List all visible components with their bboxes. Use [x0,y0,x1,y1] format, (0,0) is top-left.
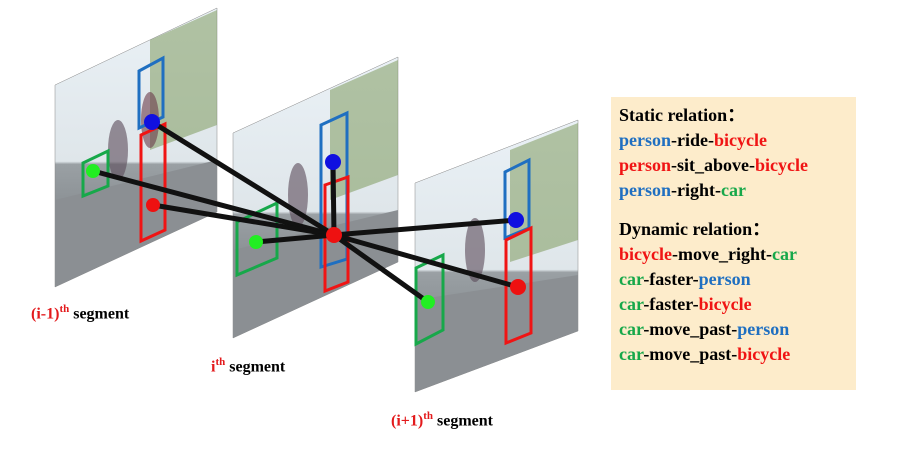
node-person-3 [508,212,524,228]
dynamic-relation-3-part-0: car [619,319,644,339]
frame-1-trees [150,10,217,150]
dynamic-relation-0-part-1: -move_right- [671,244,772,264]
dynamic-relation-4: car-move_past-bicycle [619,342,856,367]
edge-bicycle1-bicycle2 [150,202,337,238]
dynamic-relation-title: Dynamic relation： [619,219,771,239]
edge-bicycle2-person3 [331,217,519,238]
edge-car1-bicycle2 [90,168,337,238]
node-car-3 [421,295,435,309]
segment-label-current: ith segment [211,356,285,376]
dynamic-relation-4-part-0: car [619,344,644,364]
node-bicycle-1 [146,198,160,212]
static-relation-2-part-2: car [721,180,746,200]
dynamic-relation-4-part-1: -move_past- [643,344,738,364]
static-relation-title: Static relation： [619,105,746,125]
dynamic-relation-1-part-1: -faster- [643,269,699,289]
segment-label-current-index: i [211,358,216,376]
static-relation-0-part-2: bicycle [714,130,767,150]
dynamic-relation-4-part-2: bicycle [737,344,791,364]
edge-bicycle2-bicycle3 [331,232,521,290]
relation-nodes [86,114,526,309]
node-person-1 [144,114,160,130]
segment-label-next-index: (i+1) [391,412,424,430]
edge-person1-bicycle2 [149,119,337,238]
frame-2-bicycle-box [323,174,350,294]
node-person-2 [325,154,341,170]
frame-1-car-box [81,148,110,199]
static-relation-1-part-2: bicycle [755,155,808,175]
frame-1-cyclist [108,120,128,180]
segment-label-prev-text: segment [69,305,130,323]
dynamic-relation-2: car-faster-bicycle [619,292,856,317]
dynamic-relation-1-part-0: car [619,269,644,289]
frame-3-road [415,275,578,392]
static-relation-2-part-0: person [619,180,672,200]
dynamic-relation-0-part-0: bicycle [619,244,672,264]
dynamic-relation-2-part-2: bicycle [698,294,752,314]
frame-1-person-box [137,55,165,131]
dynamic-relation-3-part-2: person [737,319,790,339]
frame-2-car-box [235,200,279,278]
dynamic-relation-3: car-move_past-person [619,317,856,342]
node-bicycle-3 [510,279,526,295]
frame-2 [232,56,399,339]
static-relation-0-part-1: -ride- [671,130,714,150]
edge-bicycle2-car3 [331,232,431,305]
frame-3-car-box [414,252,445,347]
segment-label-prev-index: (i-1) [31,305,60,323]
segment-label-current-text: segment [225,358,286,376]
dynamic-relation-3-part-1: -move_past- [643,319,738,339]
static-relation-2: person-right-car [619,178,856,203]
segment-label-prev-sup: th [59,303,70,315]
dynamic-relation-1: car-faster-person [619,267,856,292]
segment-label-current-sup: th [215,356,226,368]
edge-car2-bicycle2 [253,232,337,245]
static-relation-1-part-0: person [619,155,672,175]
frame-3-cyclist [465,218,485,282]
static-relation-0: person-ride-bicycle [619,128,856,153]
static-relation-2-part-1: -right- [671,180,721,200]
dynamic-relation-2-part-0: car [619,294,644,314]
edge-person2-bicycle2 [330,159,337,238]
node-car-1 [86,164,100,178]
dynamic-relation-2-part-1: -faster- [643,294,699,314]
frame-3-bicycle-box [504,225,533,346]
relation-edges [90,119,521,305]
dynamic-relation-0: bicycle-move_right-car [619,242,856,267]
segment-label-next-sup: th [423,410,433,422]
static-relation-0-part-0: person [619,130,672,150]
dynamic-relation-0-part-2: car [771,244,797,264]
dynamic-relation-1-part-2: person [698,269,751,289]
static-relation-1-part-1: -sit_above- [671,155,756,175]
node-car-2 [249,235,263,249]
static-relation-1: person-sit_above-bicycle [619,153,856,178]
segment-label-next: (i+1)th segment [391,410,493,430]
node-bicycle-2 [326,227,342,243]
frame-3 [414,119,579,393]
segment-label-prev: (i-1)th segment [31,303,129,323]
segment-label-next-text: segment [433,412,493,430]
